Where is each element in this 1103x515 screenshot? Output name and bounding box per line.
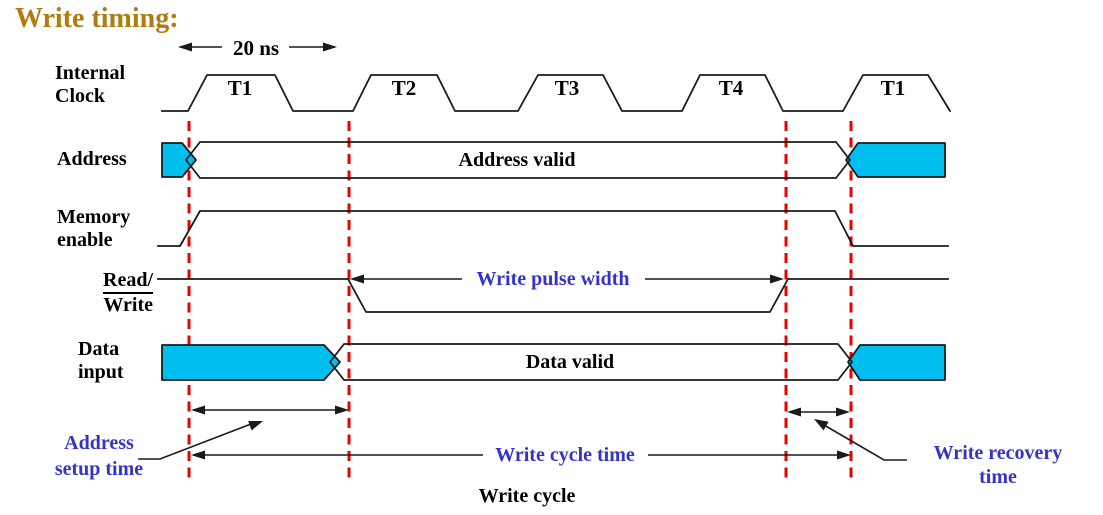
- period-arrowhead-left-icon: [178, 42, 192, 52]
- signal-label-data: Data: [78, 338, 120, 360]
- signal-label-read-write: Read/ Write: [60, 269, 153, 317]
- write-pulse-width-label: Write pulse width: [476, 268, 630, 290]
- data-valid-bus: [329, 343, 853, 381]
- write-cycle-label: Write cycle: [478, 485, 576, 507]
- address-invalid-right-region: [845, 142, 946, 178]
- setup-arrowhead-right-icon: [335, 405, 349, 415]
- pulse-width-arrowhead-left-icon: [350, 274, 364, 284]
- signal-label-clock: Clock: [55, 85, 105, 107]
- clock-phase-t1-next: T1: [880, 76, 906, 100]
- setup-arrowhead-left-icon: [191, 405, 205, 415]
- read-write-waveform: [157, 278, 949, 313]
- signal-label-memory: Memory: [57, 206, 131, 228]
- cycle-time-arrowhead-left-icon: [191, 450, 205, 460]
- recovery-arrowhead-right-icon: [836, 407, 850, 417]
- clock-phase-t3: T3: [554, 76, 580, 100]
- page-title: Write timing:: [15, 3, 179, 34]
- write-recovery-time-label: Write recovery time: [903, 441, 1093, 489]
- pulse-width-arrowhead-right-icon: [770, 274, 784, 284]
- address-setup-line1: Address: [64, 432, 134, 454]
- clock-waveform: [161, 74, 952, 113]
- recovery-pointer-line: [823, 424, 907, 461]
- address-valid-label: Address valid: [458, 149, 576, 171]
- address-valid-bus: [185, 141, 851, 179]
- address-setup-line2: setup time: [54, 458, 144, 480]
- recovery-arrowhead-left-icon: [787, 407, 801, 417]
- signal-label-address: Address: [57, 148, 127, 170]
- setup-pointer-arrowhead-icon: [248, 421, 263, 431]
- signal-label-data-input: Data input: [78, 338, 124, 384]
- write-cycle-time-label: Write cycle time: [495, 444, 635, 466]
- address-setup-time-label: Address setup time: [18, 430, 180, 482]
- signal-label-write: Write: [103, 294, 153, 316]
- write-recovery-line2: time: [979, 466, 1017, 488]
- data-valid-label: Data valid: [525, 351, 615, 373]
- signal-label-internal-clock: Internal Clock: [55, 62, 125, 108]
- signal-label-input: input: [78, 361, 124, 383]
- signal-label-internal: Internal: [55, 62, 125, 84]
- period-label: 20 ns: [232, 36, 280, 60]
- signal-label-enable: enable: [57, 229, 113, 251]
- signal-label-memory-enable: Memory enable: [57, 206, 130, 252]
- data-invalid-left-region: [161, 344, 341, 381]
- address-invalid-left-region: [161, 142, 197, 178]
- clock-phase-t4: T4: [718, 76, 744, 100]
- period-arrowhead-right-icon: [323, 42, 337, 52]
- clock-phase-t2: T2: [391, 76, 417, 100]
- write-recovery-line1: Write recovery: [933, 442, 1063, 464]
- recovery-pointer-arrowhead-icon: [814, 419, 829, 431]
- setup-pointer-line: [138, 423, 252, 460]
- cycle-time-arrowhead-right-icon: [837, 450, 851, 460]
- memory-enable-waveform: [157, 210, 949, 247]
- clock-phase-t1: T1: [227, 76, 253, 100]
- signal-label-read: Read/: [103, 269, 153, 294]
- data-invalid-right-region: [847, 344, 946, 381]
